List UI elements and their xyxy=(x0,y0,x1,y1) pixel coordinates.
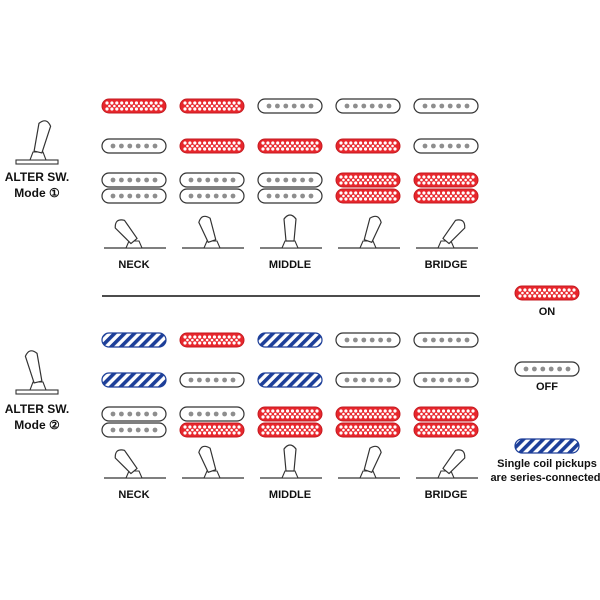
humbucker-coil-top xyxy=(257,172,323,188)
mode-1-label-line1: ALTER SW. xyxy=(5,170,69,184)
mode-1-switch-row xyxy=(104,214,478,249)
mode-2-label-line2: Mode ② xyxy=(14,418,60,432)
position-label-bridge: BRIDGE xyxy=(425,489,468,501)
pickup-middle-pos-2 xyxy=(179,138,245,154)
legend-series-label-line2: are series-connected. xyxy=(490,472,600,484)
mode-1-indicator: ALTER SW. Mode ① xyxy=(5,120,69,200)
switch-position-4-icon xyxy=(338,445,400,479)
pickup-middle-pos-3 xyxy=(257,372,323,388)
mode-1-label-line2: Mode ① xyxy=(14,186,60,200)
selector-switch-icon xyxy=(15,350,59,395)
pickup-neck-pos-3 xyxy=(257,332,323,348)
humbucker-coil-bottom xyxy=(257,422,323,438)
position-label-middle: MIDDLE xyxy=(269,259,311,271)
humbucker-coil-bottom xyxy=(413,188,479,204)
pickup-middle-pos-1 xyxy=(101,138,167,154)
legend-off-label: OFF xyxy=(536,381,558,393)
humbucker-coil-top xyxy=(257,406,323,422)
pickup-bridge-humbucker-pos-2 xyxy=(179,406,245,438)
humbucker-coil-bottom xyxy=(179,422,245,438)
pickup-bridge-humbucker-pos-4 xyxy=(335,172,401,204)
pickup-neck-pos-5 xyxy=(413,332,479,348)
humbucker-coil-top xyxy=(413,406,479,422)
pickup-bridge-humbucker-pos-2 xyxy=(179,172,245,204)
position-label-bridge: BRIDGE xyxy=(425,259,468,271)
humbucker-coil-top xyxy=(101,172,167,188)
humbucker-coil-top xyxy=(179,172,245,188)
mode-1-position-labels: NECK MIDDLE BRIDGE xyxy=(118,259,467,271)
pickup-bridge-humbucker-pos-3 xyxy=(257,406,323,438)
switch-position-5-icon xyxy=(416,449,478,479)
switch-position-1-icon xyxy=(104,219,166,249)
legend-off-swatch xyxy=(514,361,580,377)
position-label-neck: NECK xyxy=(118,259,149,271)
pickup-neck-pos-2 xyxy=(179,98,245,114)
pickup-neck-pos-4 xyxy=(335,332,401,348)
legend: ON OFF Single coil pickups are series-co… xyxy=(490,285,600,484)
pickup-neck-pos-3 xyxy=(257,98,323,114)
switch-position-3-icon xyxy=(260,214,322,249)
humbucker-coil-bottom xyxy=(413,422,479,438)
mode-2-position-labels: NECK MIDDLE BRIDGE xyxy=(118,489,467,501)
mode-1-pickup-grid xyxy=(101,98,479,204)
switch-position-1-icon xyxy=(104,449,166,479)
legend-series-pickup xyxy=(514,438,580,454)
pickup-bridge-humbucker-pos-3 xyxy=(257,172,323,204)
pickup-bridge-humbucker-pos-1 xyxy=(101,406,167,438)
pickup-neck-pos-5 xyxy=(413,98,479,114)
mode-2-pickup-grid xyxy=(101,332,479,438)
switch-position-5-icon xyxy=(416,219,478,249)
humbucker-coil-top xyxy=(101,406,167,422)
humbucker-coil-bottom xyxy=(101,422,167,438)
humbucker-coil-top xyxy=(335,406,401,422)
mode-2-switch-row xyxy=(104,444,478,479)
mode-2-label-line1: ALTER SW. xyxy=(5,402,69,416)
humbucker-coil-bottom xyxy=(101,188,167,204)
pickup-middle-pos-4 xyxy=(335,372,401,388)
humbucker-coil-top xyxy=(179,406,245,422)
humbucker-coil-bottom xyxy=(179,188,245,204)
legend-off-pickup xyxy=(514,361,580,377)
selector-switch-icon xyxy=(15,120,59,165)
mode-1-panel: NECK MIDDLE BRIDGE ALTER SW. Mode ① xyxy=(5,98,479,271)
switch-position-2-icon xyxy=(182,445,244,479)
position-label-neck: NECK xyxy=(118,489,149,501)
switch-position-4-icon xyxy=(338,215,400,249)
legend-series-swatch xyxy=(514,438,580,454)
legend-on-swatch xyxy=(514,285,580,301)
pickup-middle-pos-5 xyxy=(413,138,479,154)
humbucker-coil-bottom xyxy=(335,188,401,204)
humbucker-coil-bottom xyxy=(335,422,401,438)
legend-series-label-line1: Single coil pickups xyxy=(497,458,597,470)
pickup-bridge-humbucker-pos-1 xyxy=(101,172,167,204)
mode-2-indicator: ALTER SW. Mode ② xyxy=(5,350,69,432)
position-label-middle: MIDDLE xyxy=(269,489,311,501)
humbucker-coil-bottom xyxy=(257,188,323,204)
pickup-middle-pos-5 xyxy=(413,372,479,388)
switch-position-2-icon xyxy=(182,215,244,249)
humbucker-coil-top xyxy=(335,172,401,188)
pickup-middle-pos-4 xyxy=(335,138,401,154)
pickup-middle-pos-3 xyxy=(257,138,323,154)
pickup-middle-pos-2 xyxy=(179,372,245,388)
switch-position-3-icon xyxy=(260,444,322,479)
mode-2-panel: NECK MIDDLE BRIDGE ALTER SW. Mode ② xyxy=(5,332,479,501)
legend-on-label: ON xyxy=(539,306,556,318)
pickup-neck-pos-1 xyxy=(101,332,167,348)
humbucker-coil-top xyxy=(413,172,479,188)
pickup-neck-pos-4 xyxy=(335,98,401,114)
pickup-neck-pos-1 xyxy=(101,98,167,114)
legend-on-pickup xyxy=(514,285,580,301)
pickup-neck-pos-2 xyxy=(179,332,245,348)
pickup-bridge-humbucker-pos-4 xyxy=(335,406,401,438)
pickup-bridge-humbucker-pos-5 xyxy=(413,406,479,438)
pickup-bridge-humbucker-pos-5 xyxy=(413,172,479,204)
pickup-middle-pos-1 xyxy=(101,372,167,388)
